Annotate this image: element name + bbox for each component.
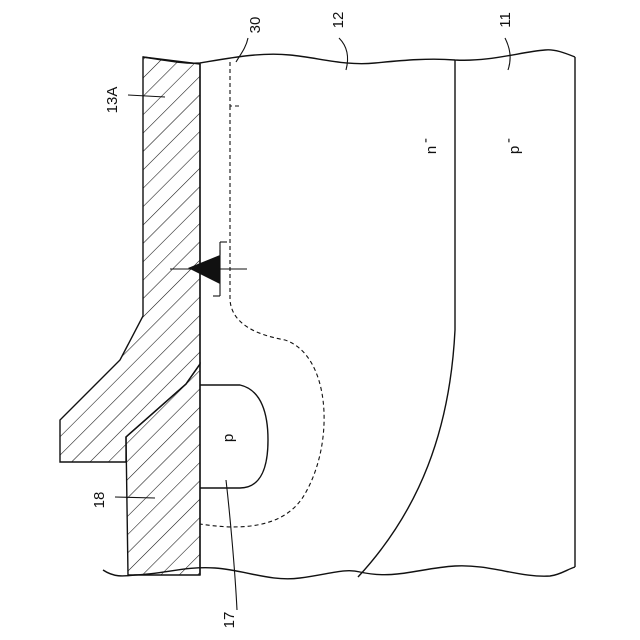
label-12: 12 bbox=[330, 12, 347, 29]
label-17: 17 bbox=[221, 612, 238, 629]
label-13a: 13A bbox=[104, 87, 121, 114]
label-n-minus: n - bbox=[417, 138, 440, 154]
svg-text:-: - bbox=[500, 138, 517, 143]
depletion-boundary-30 bbox=[200, 62, 324, 527]
leader-12 bbox=[339, 38, 348, 70]
label-18: 18 bbox=[91, 492, 108, 509]
svg-text:-: - bbox=[417, 138, 434, 143]
svg-text:n: n bbox=[423, 146, 440, 154]
n-p-junction bbox=[358, 60, 455, 577]
label-11: 11 bbox=[497, 12, 514, 28]
leader-17 bbox=[226, 480, 237, 610]
label-p-minus: p - bbox=[500, 138, 523, 154]
leader-11 bbox=[505, 38, 510, 70]
svg-text:p: p bbox=[506, 146, 523, 154]
label-p: p bbox=[220, 434, 237, 442]
label-30: 30 bbox=[247, 17, 264, 34]
leader-30 bbox=[236, 38, 248, 62]
